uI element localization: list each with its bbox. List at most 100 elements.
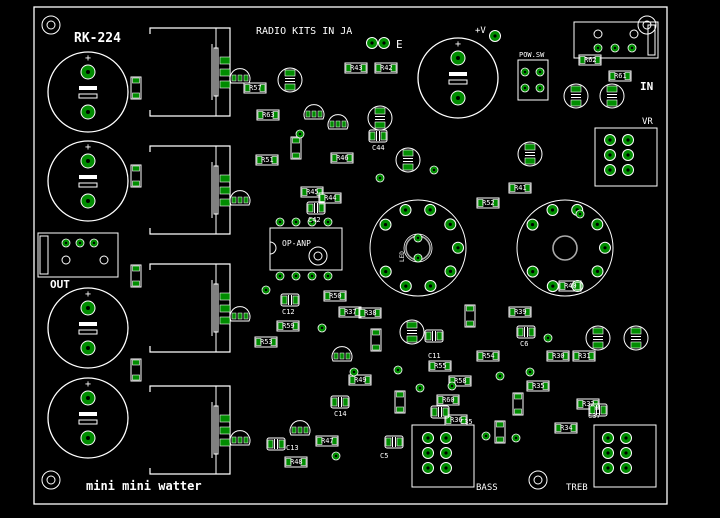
c37-label: C37 (588, 412, 601, 420)
supply-label: +V (475, 26, 486, 36)
power-switch: POW.SW (517, 51, 549, 101)
r62-label: R62 (584, 56, 597, 64)
r38-label: R38 (364, 309, 377, 317)
bass-pot: BASS (411, 424, 498, 493)
r36-label: R36 (450, 416, 463, 424)
board-model-label: RK-224 (74, 31, 121, 46)
tube-pin (379, 265, 392, 278)
tube-pin (379, 218, 392, 231)
r54-label: R54 (482, 352, 495, 360)
ground-pad (366, 37, 378, 49)
r43-label: R43 (350, 64, 363, 72)
tube-pin (526, 265, 539, 278)
power-transistor (149, 385, 231, 475)
c42-label: C42 (308, 216, 321, 224)
r40-label: R40 (564, 282, 577, 290)
tube-pin (444, 265, 457, 278)
ground-label: E (396, 38, 403, 51)
ground-pad (378, 37, 390, 49)
led-label: LED (399, 251, 406, 262)
power-transistor (149, 263, 231, 353)
r48-label: R48 (290, 458, 303, 466)
mounting-hole (41, 15, 61, 35)
output-connector: OUT (37, 232, 119, 291)
power-transistor (149, 27, 231, 117)
r49-label: R49 (354, 376, 367, 384)
c14-label: C14 (334, 410, 347, 418)
input-connector: IN (573, 21, 659, 93)
out-label: OUT (50, 278, 70, 291)
r55-label: R55 (434, 362, 447, 370)
tube-socket-left (369, 199, 467, 297)
bass-label: BASS (476, 483, 498, 493)
tube-pin (399, 280, 412, 293)
tube-pin (424, 203, 437, 216)
r52-label: R52 (482, 199, 495, 207)
tube-pin (591, 265, 604, 278)
r46-label: R46 (336, 154, 349, 162)
r59-label: R59 (282, 322, 295, 330)
r37-label: R37 (344, 308, 357, 316)
filter-capacitor (47, 140, 129, 222)
capacitors: C42 C44 C12 C13 C14 C11 C35 C37 C5 C6 (266, 129, 608, 460)
r53-label: R53 (260, 338, 273, 346)
tube-pin (399, 204, 412, 216)
vr-label: VR (642, 117, 653, 127)
led: LED (399, 233, 433, 263)
r31-label: R31 (578, 352, 591, 360)
tube-pin (546, 280, 559, 293)
r51-label: R51 (261, 156, 274, 164)
resistors: R43 R42 R63 R46 R45 R44 R41 R52 R49 R47 … (243, 54, 632, 468)
board-outline (33, 6, 668, 505)
r63-label: R63 (262, 111, 275, 119)
maker-label: RADIO KITS IN JA (256, 26, 352, 37)
c6-label: C6 (520, 340, 528, 348)
c35-label: C35 (460, 418, 473, 426)
tube-pin (452, 241, 464, 254)
r42-label: R42 (380, 64, 393, 72)
opamp-label: OP-ANP (282, 239, 311, 248)
main-capacitor (417, 37, 499, 119)
vias (261, 129, 585, 461)
c12-label: C12 (282, 308, 295, 316)
r35-label: R35 (532, 382, 545, 390)
treble-pot: TREB (566, 424, 657, 493)
tube-pin (526, 218, 539, 231)
tube-pins (379, 203, 464, 293)
r34-label: R34 (560, 424, 573, 432)
c5-label: C5 (380, 452, 388, 460)
c11-label: C11 (428, 352, 441, 360)
r32-label: R32 (582, 400, 595, 408)
product-label: mini mini watter (86, 479, 202, 493)
transistors (229, 68, 353, 446)
opamp-ic: OP-ANP (269, 217, 343, 281)
tube-pin (546, 204, 559, 216)
power-transistor (149, 145, 231, 235)
treble-label: TREB (566, 483, 588, 493)
r39-label: R39 (514, 308, 527, 316)
mounting-hole (41, 470, 61, 490)
supply-pad (489, 30, 501, 42)
tube-pins (526, 203, 611, 293)
r61-label: R61 (614, 72, 627, 80)
tube-pin (444, 218, 457, 231)
power-switch-label: POW.SW (519, 51, 545, 59)
c13-label: C13 (286, 444, 299, 452)
r57-label: R57 (249, 84, 262, 92)
r41-label: R41 (514, 184, 527, 192)
in-label: IN (640, 80, 653, 93)
r47-label: R47 (321, 437, 334, 445)
filter-capacitor (47, 377, 129, 459)
tube-pin (424, 280, 437, 292)
volume-pot: VR (594, 117, 658, 187)
mounting-hole (308, 246, 328, 266)
filter-capacitor (47, 287, 129, 369)
r58-label: R58 (454, 377, 467, 385)
r44-label: R44 (324, 194, 337, 202)
mounting-hole (528, 470, 548, 490)
c44-label: C44 (372, 144, 385, 152)
r30-label: R30 (552, 352, 565, 360)
r60-label: R60 (442, 396, 455, 404)
filter-capacitor (47, 51, 129, 133)
